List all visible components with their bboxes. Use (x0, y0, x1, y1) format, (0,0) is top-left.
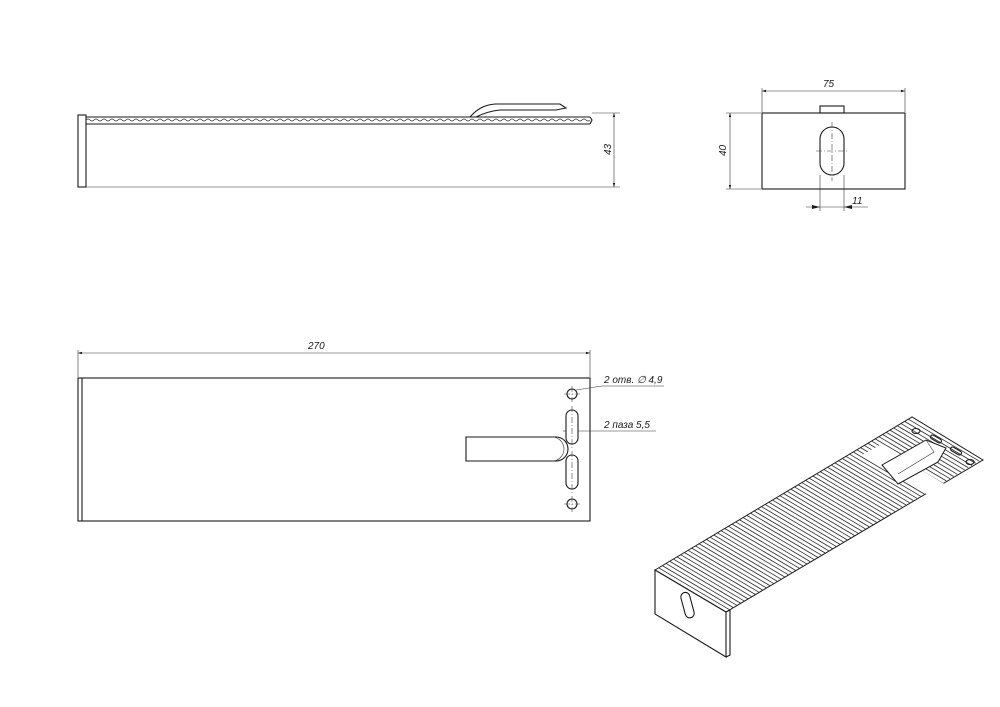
iso-rib-line (849, 453, 921, 497)
iso-rib-line (698, 543, 771, 587)
iso-hole-2 (965, 458, 975, 466)
iso-flange-side (725, 609, 731, 658)
side-view-ribbing (85, 118, 591, 122)
iso-rib-line (658, 567, 730, 611)
iso-rib-line (808, 477, 881, 521)
side-view-plate-end (589, 116, 593, 125)
iso-rib-line (820, 471, 892, 514)
top-view-slot-top (565, 409, 579, 445)
iso-slot-2 (949, 446, 963, 456)
iso-rib-line (845, 455, 918, 499)
iso-rib-line (742, 517, 815, 560)
iso-rib-line (812, 475, 885, 519)
iso-rib-line (750, 512, 822, 556)
iso-rib-line (797, 484, 870, 528)
top-view-plate (77, 377, 591, 522)
iso-rib-line (673, 558, 745, 602)
iso-rib-line (779, 495, 852, 539)
iso-rib-line (805, 480, 877, 523)
dim-270-label: 270 (307, 341, 325, 352)
iso-rib-line (684, 552, 756, 595)
iso-rib-line (702, 541, 774, 584)
iso-rib-line (735, 521, 807, 565)
iso-rib-line (665, 563, 738, 606)
side-view-tab (469, 103, 568, 118)
iso-rib-line (842, 458, 914, 501)
iso-rib-line (676, 556, 749, 600)
iso-rib-line (731, 523, 804, 567)
iso-rib-line (669, 560, 741, 604)
iso-rib-line (831, 464, 903, 508)
iso-rib-line (706, 539, 778, 582)
iso-rib-line (838, 460, 910, 504)
iso-tab-fold (897, 439, 935, 475)
end-view: 75 40 11 (718, 79, 906, 211)
end-view-tab (819, 105, 845, 114)
top-view: 270 2 отв. ∅ 4,9 2 паза 5,5 (77, 341, 664, 522)
iso-rib-line (823, 469, 896, 512)
iso-rib-line (662, 565, 734, 608)
dim-11-label: 11 (852, 196, 862, 207)
iso-rib-line (739, 519, 811, 563)
iso-rib-line (753, 510, 826, 554)
dim-40-label: 40 (718, 144, 729, 156)
iso-rib-line (772, 499, 844, 543)
iso-rib-line (786, 490, 859, 534)
iso-rib-line (720, 530, 793, 574)
iso-ribbing (658, 418, 980, 611)
iso-rib-line (794, 486, 866, 530)
callout-slots-label: 2 паза 5,5 (603, 420, 650, 431)
iso-rib-line (709, 536, 782, 580)
dim-11-arrow-right (844, 205, 852, 209)
top-view-tab-bend (551, 436, 565, 462)
top-view-tab (465, 436, 569, 462)
iso-slot-1 (929, 434, 943, 444)
iso-rib-line (695, 545, 767, 589)
iso-rib-line (783, 493, 855, 536)
side-view: 43 (77, 103, 620, 188)
top-view-slot-bottom (565, 454, 579, 490)
iso-rib-line (768, 501, 841, 545)
callout-holes-label: 2 отв. ∅ 4,9 (603, 375, 663, 386)
iso-rib-line (757, 508, 830, 552)
iso-tab (881, 439, 947, 485)
iso-rib-line (728, 525, 800, 569)
iso-rib-line (908, 418, 980, 462)
end-view-body (761, 112, 906, 190)
iso-rib-line (724, 528, 796, 571)
iso-rib-line (717, 532, 789, 576)
side-view-flange (77, 114, 87, 188)
iso-rib-line (764, 504, 837, 547)
dim-11-arrow-left (812, 205, 820, 209)
iso-rib-line (775, 497, 848, 541)
iso-rib-line (827, 466, 899, 510)
iso-rib-line (691, 547, 763, 591)
iso-rib-line (746, 515, 818, 558)
iso-hole-1 (911, 427, 921, 435)
iso-rib-line (680, 554, 752, 598)
dim-75-label: 75 (823, 79, 835, 90)
isometric-view (654, 416, 984, 658)
iso-rib-line (713, 534, 785, 578)
callout-holes-leader (575, 385, 603, 391)
iso-rib-line (834, 462, 907, 506)
iso-rib-line (790, 488, 863, 532)
iso-rib-line (801, 482, 874, 525)
iso-rib-line (761, 506, 833, 549)
iso-rib-line (816, 473, 888, 517)
iso-rib-line (687, 549, 760, 593)
dim-43-label: 43 (603, 143, 614, 155)
iso-flange-slot (680, 591, 695, 619)
